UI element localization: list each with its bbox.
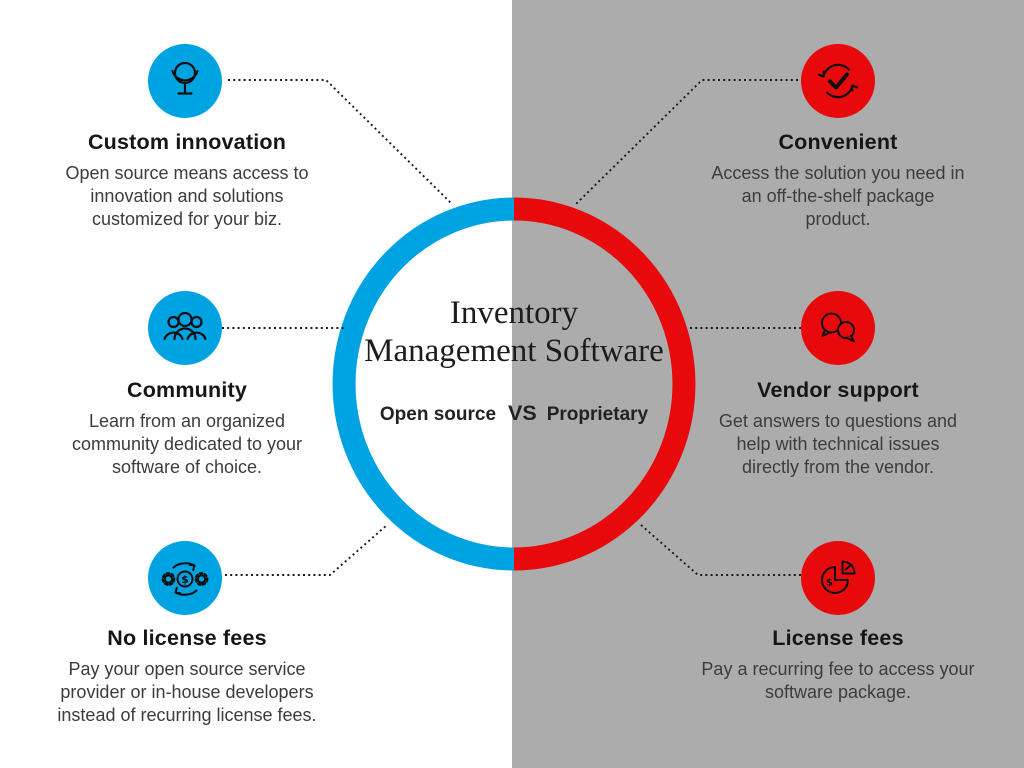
versus-line: Open source VS Proprietary: [344, 401, 684, 426]
connector-line: [225, 524, 388, 576]
item-body-line: Pay your open source service: [68, 659, 306, 679]
item-body-line: Learn from an organized: [88, 411, 286, 431]
item-heading: Community: [126, 378, 248, 402]
item-heading: License fees: [772, 626, 904, 650]
item-body-line: customized for your biz.: [91, 209, 283, 230]
convenient-badge: [801, 44, 875, 118]
item-body-line: Pay a recurring fee to access your: [701, 659, 975, 679]
item-body-line: Open source means access to: [65, 163, 309, 183]
item-body-line: instead of recurring license fees.: [57, 705, 317, 726]
pie-chart-dollar-icon: $: [821, 560, 856, 594]
item-body-line: provider or in-house developers: [60, 682, 314, 703]
item-heading: No license fees: [107, 626, 267, 650]
chat-bubbles-icon: [821, 312, 855, 343]
convenient-block: Convenient Access the solution you need …: [668, 130, 1008, 231]
item-body-line: Get answers to questions and: [718, 411, 958, 431]
community-block: Community Learn from an organized commun…: [17, 378, 357, 479]
no-license-fees-badge: $: [148, 541, 222, 615]
main-title-line1: Inventory: [449, 295, 579, 331]
item-body-line: software of choice.: [111, 457, 263, 478]
gears-dollar-sync-icon: $: [161, 562, 209, 596]
versus-proprietary-label: Proprietary: [546, 403, 649, 425]
item-body-line: community dedicated to your: [71, 434, 303, 455]
svg-text:$: $: [181, 573, 189, 586]
custom-innovation-block: Custom innovation Open source means acce…: [17, 130, 357, 231]
item-heading: Convenient: [778, 130, 898, 154]
versus-open-source-label: Open source: [379, 403, 497, 425]
versus-vs-label: VS: [508, 400, 537, 425]
item-body-line: innovation and solutions: [90, 186, 284, 207]
people-group-icon: [163, 311, 207, 341]
community-badge: [148, 291, 222, 365]
vendor-support-block: Vendor support Get answers to questions …: [668, 378, 1008, 479]
item-body-line: an off-the-shelf package: [741, 186, 935, 207]
mirror-icon: [171, 61, 199, 95]
center-title-block: Inventory Management Software Open sourc…: [344, 294, 684, 426]
item-body-line: directly from the vendor.: [741, 457, 935, 478]
license-fees-badge: $: [801, 541, 875, 615]
custom-innovation-badge: [148, 44, 222, 118]
item-body-line: help with technical issues: [736, 434, 940, 455]
no-license-fees-block: No license fees Pay your open source ser…: [17, 626, 357, 727]
svg-text:$: $: [826, 578, 833, 589]
item-body-line: product.: [805, 209, 871, 230]
main-title-line2: Management Software: [364, 333, 664, 370]
item-heading: Custom innovation: [87, 130, 287, 154]
license-fees-block: License fees Pay a recurring fee to acce…: [668, 626, 1008, 704]
item-body-line: software package.: [764, 682, 912, 703]
checkmark-sync-icon: [817, 63, 859, 99]
vendor-support-badge: [801, 291, 875, 365]
item-heading: Vendor support: [757, 378, 919, 402]
item-body-line: Access the solution you need in: [711, 163, 965, 183]
